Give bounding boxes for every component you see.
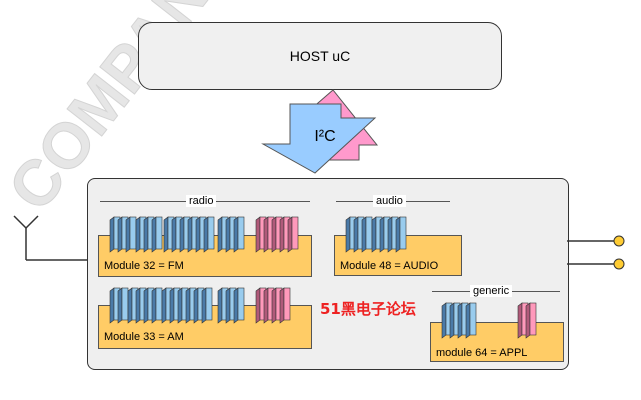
module-am-label: Module 33 = AM bbox=[104, 331, 184, 343]
am-blue-blocks bbox=[109, 287, 245, 324]
audio-title: audio bbox=[373, 195, 406, 207]
site-watermark: 51黑电子论坛 bbox=[320, 300, 416, 318]
output-lines bbox=[567, 240, 614, 265]
audio-blue-blocks bbox=[345, 216, 407, 253]
appl-pink-blocks bbox=[517, 302, 537, 339]
fm-pink-blocks bbox=[255, 216, 299, 253]
generic-title: generic bbox=[470, 285, 513, 297]
down-arrow bbox=[261, 103, 377, 174]
fm-blue-blocks bbox=[109, 216, 245, 253]
appl-blue-blocks bbox=[441, 302, 477, 339]
antenna-icon bbox=[13, 215, 87, 261]
bus-label: I²C bbox=[314, 128, 335, 145]
module-appl-label: module 64 = APPL bbox=[436, 347, 528, 359]
host-label: HOST uC bbox=[289, 48, 351, 64]
output-terminal-2 bbox=[613, 258, 625, 270]
output-terminal-1 bbox=[613, 235, 625, 247]
radio-title: radio bbox=[186, 195, 217, 207]
module-fm-label: Module 32 = FM bbox=[104, 260, 184, 272]
module-audio-label: Module 48 = AUDIO bbox=[340, 260, 439, 272]
am-pink-blocks bbox=[255, 287, 291, 324]
host-box: HOST uC bbox=[138, 22, 502, 90]
